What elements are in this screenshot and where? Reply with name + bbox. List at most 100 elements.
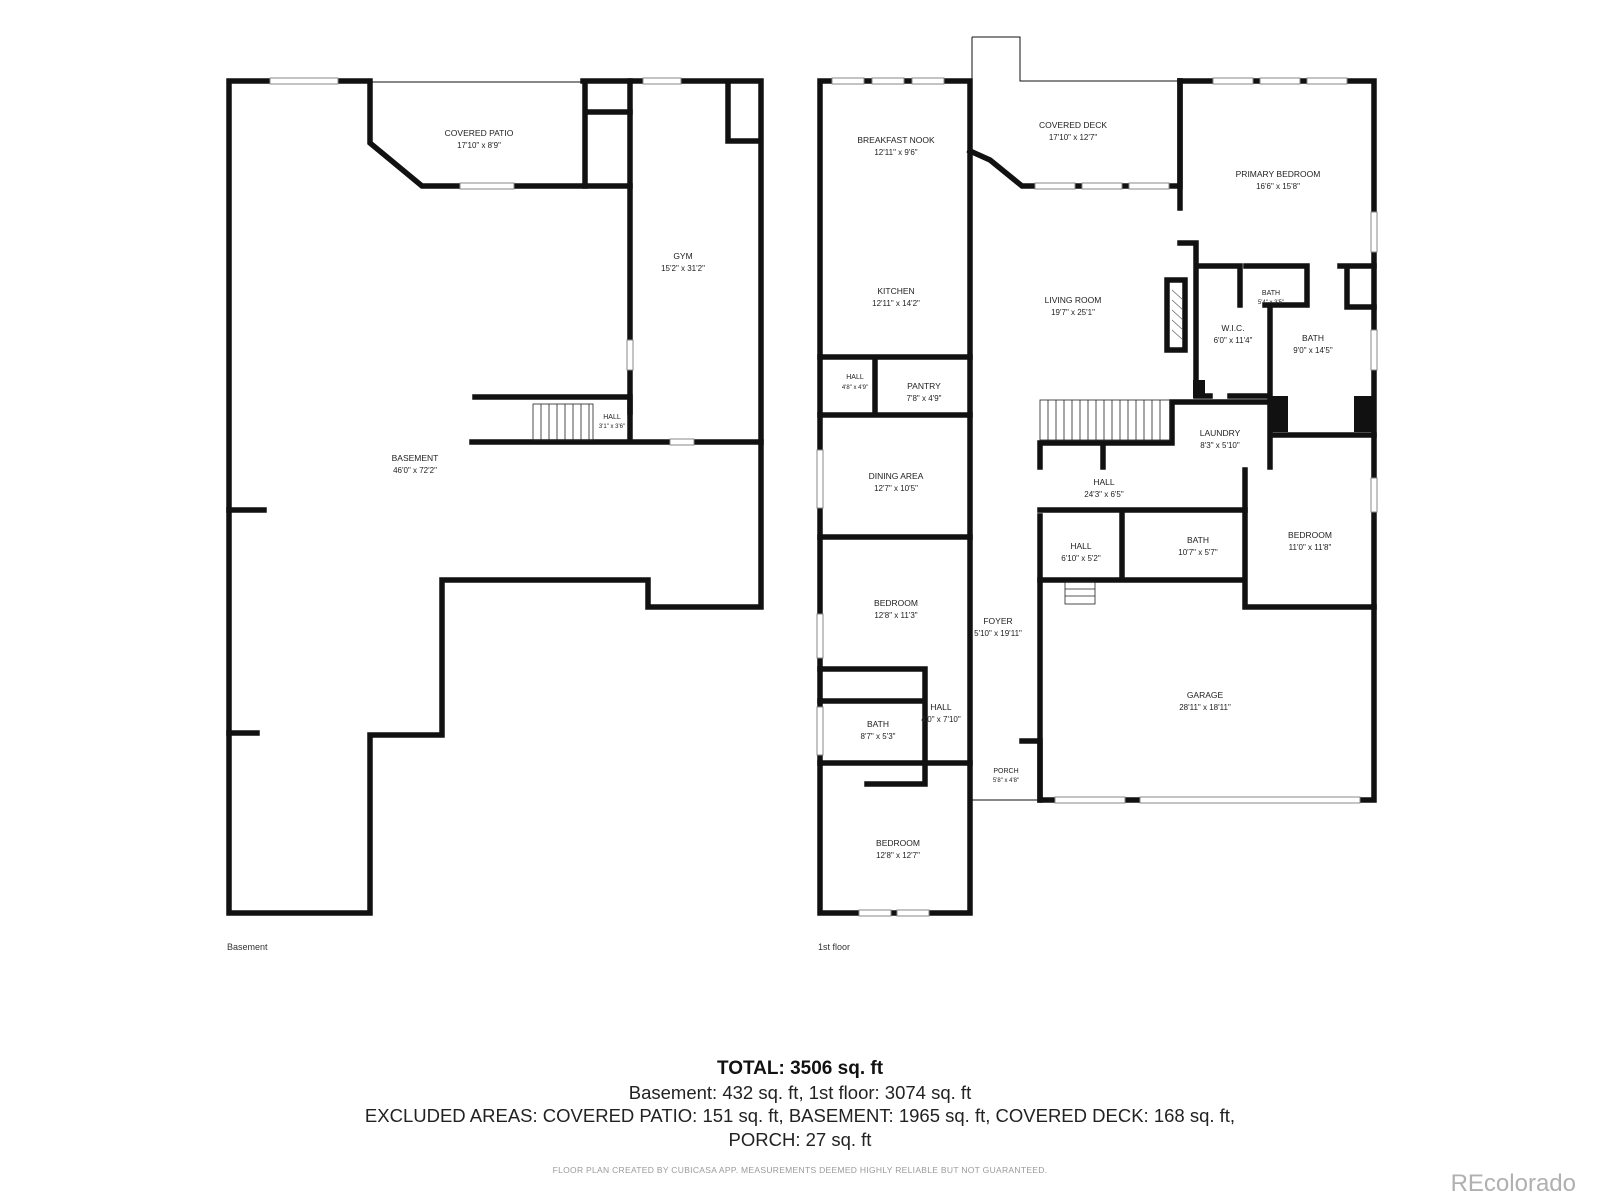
first-floor-stairs xyxy=(1039,399,1171,441)
room-hall-west: HALL 4'0" x 7'10" xyxy=(921,702,961,724)
first-floor-window xyxy=(896,909,930,917)
basement-window xyxy=(459,182,515,190)
first-floor-window xyxy=(871,77,905,85)
room-foyer: FOYER 5'10" x 19'11" xyxy=(974,616,1022,638)
disclaimer-text: FLOOR PLAN CREATED BY CUBICASA APP. MEAS… xyxy=(552,1165,1048,1175)
svg-text:DINING AREA: DINING AREA xyxy=(869,471,924,481)
svg-text:W.I.C.: W.I.C. xyxy=(1221,323,1244,333)
svg-text:BATH: BATH xyxy=(1187,535,1209,545)
svg-text:8'7" x 5'3": 8'7" x 5'3" xyxy=(861,732,896,741)
west-room-partitions xyxy=(817,354,973,787)
svg-text:5'10" x 19'11": 5'10" x 19'11" xyxy=(974,629,1022,638)
svg-text:12'7" x 10'5": 12'7" x 10'5" xyxy=(874,484,918,493)
garage-wall xyxy=(1037,467,1377,610)
room-primary-bath: BATH 9'0" x 14'5" xyxy=(1293,333,1333,355)
porch-wall xyxy=(1019,738,1043,803)
svg-text:28'11" x 18'11": 28'11" x 18'11" xyxy=(1179,703,1231,712)
svg-text:PORCH: PORCH xyxy=(993,768,1018,775)
svg-text:PRIMARY BEDROOM: PRIMARY BEDROOM xyxy=(1236,169,1321,179)
svg-text:HALL: HALL xyxy=(1070,541,1092,551)
basement-window xyxy=(269,77,339,85)
first-floor-window xyxy=(1212,77,1254,85)
room-kitchen: KITCHEN 12'11" x 14'2" xyxy=(872,286,920,308)
room-bath-west: BATH 8'7" x 5'3" xyxy=(861,719,896,741)
excluded-areas-continued: PORCH: 27 sq. ft xyxy=(728,1128,872,1150)
room-small-hall: HALL 6'10" x 5'2" xyxy=(1061,541,1101,563)
room-laundry: LAUNDRY 8'3" x 5'10" xyxy=(1200,428,1241,450)
room-pantry-hall: HALL 4'8" x 4'9" xyxy=(842,374,868,391)
svg-text:4'8" x 4'9": 4'8" x 4'9" xyxy=(842,385,868,391)
svg-text:24'3" x 6'5": 24'3" x 6'5" xyxy=(1084,490,1124,499)
room-breakfast-nook: BREAKFAST NOOK 12'11" x 9'6" xyxy=(857,135,935,157)
svg-text:HALL: HALL xyxy=(603,414,621,421)
first-floor-window xyxy=(1034,182,1076,190)
first-floor-window xyxy=(1081,182,1123,190)
room-gym: GYM 15'2" x 31'2" xyxy=(661,251,705,273)
room-primary-bedroom: PRIMARY BEDROOM 16'6" x 15'8" xyxy=(1236,169,1321,191)
svg-text:46'0" x 72'2": 46'0" x 72'2" xyxy=(393,466,437,475)
basement-west-stub xyxy=(226,507,267,736)
svg-text:BASEMENT: BASEMENT xyxy=(392,453,439,463)
svg-text:COVERED DECK: COVERED DECK xyxy=(1039,120,1107,130)
svg-text:KITCHEN: KITCHEN xyxy=(877,286,914,296)
svg-text:12'8" x 11'3": 12'8" x 11'3" xyxy=(874,611,917,620)
first-floor-window xyxy=(1128,182,1170,190)
svg-text:BEDROOM: BEDROOM xyxy=(1288,530,1332,540)
basement-window xyxy=(642,77,682,85)
svg-text:LAUNDRY: LAUNDRY xyxy=(1200,428,1241,438)
structural-column xyxy=(1354,396,1374,432)
first-floor-window xyxy=(1370,477,1378,513)
structural-column xyxy=(1193,380,1205,398)
svg-text:16'6" x 15'8": 16'6" x 15'8" xyxy=(1256,182,1300,191)
svg-text:GYM: GYM xyxy=(673,251,692,261)
svg-text:3'1" x 3'6": 3'1" x 3'6" xyxy=(599,424,625,430)
room-pantry: PANTRY 7'8" x 4'9" xyxy=(907,381,942,403)
room-basement: BASEMENT 46'0" x 72'2" xyxy=(392,453,439,475)
first-floor-outer-wall-west xyxy=(817,78,973,916)
first-floor-window xyxy=(858,909,892,917)
primary-suite-walls xyxy=(1177,78,1377,405)
basement-stairs xyxy=(532,403,594,441)
structural-column xyxy=(1268,396,1288,432)
room-bedroom-east: BEDROOM 11'0" x 11'8" xyxy=(1288,530,1332,552)
svg-text:6'10" x 5'2": 6'10" x 5'2" xyxy=(1061,554,1101,563)
svg-text:COVERED PATIO: COVERED PATIO xyxy=(445,128,514,138)
room-bedroom-middle: BEDROOM 12'8" x 11'3" xyxy=(874,598,918,620)
first-floor-window xyxy=(831,77,865,85)
svg-text:LIVING ROOM: LIVING ROOM xyxy=(1045,295,1102,305)
basement-window xyxy=(626,339,634,371)
svg-text:BEDROOM: BEDROOM xyxy=(874,598,918,608)
svg-text:7'8" x 4'9": 7'8" x 4'9" xyxy=(907,394,942,403)
room-walk-in-closet: W.I.C. 6'0" x 11'4" xyxy=(1214,323,1253,345)
first-floor-window xyxy=(816,613,824,659)
room-covered-patio: COVERED PATIO 17'10" x 8'9" xyxy=(445,128,514,150)
svg-text:5'4" x 3'5": 5'4" x 3'5" xyxy=(1258,300,1284,306)
first-floor-label: 1st floor xyxy=(818,942,851,952)
room-small-bath: BATH 5'4" x 3'5" xyxy=(1258,290,1284,306)
room-porch: PORCH 5'8" x 4'8" xyxy=(993,768,1019,784)
svg-text:17'10" x 12'7": 17'10" x 12'7" xyxy=(1049,133,1097,142)
svg-text:BATH: BATH xyxy=(1262,290,1280,297)
floor-areas: Basement: 432 sq. ft, 1st floor: 3074 sq… xyxy=(628,1081,972,1103)
svg-text:BREAKFAST NOOK: BREAKFAST NOOK xyxy=(857,135,935,145)
gym-closet-wall xyxy=(725,81,761,144)
room-hall-bath: BATH 10'7" x 5'7" xyxy=(1178,535,1218,557)
svg-text:4'0" x 7'10": 4'0" x 7'10" xyxy=(921,715,961,724)
first-floor-window xyxy=(1306,77,1348,85)
room-dining-area: DINING AREA 12'7" x 10'5" xyxy=(869,471,924,493)
basement-gym-wall xyxy=(580,78,633,415)
first-floor-window xyxy=(1370,329,1378,371)
svg-text:BATH: BATH xyxy=(867,719,889,729)
covered-deck-open-edge xyxy=(971,36,1180,82)
fireplace-wall xyxy=(1164,277,1188,353)
svg-text:12'11" x 14'2": 12'11" x 14'2" xyxy=(872,299,920,308)
first-floor-window xyxy=(1054,796,1126,804)
basement-outer-wall xyxy=(226,78,764,916)
room-covered-deck: COVERED DECK 17'10" x 12'7" xyxy=(1039,120,1107,142)
svg-text:12'8" x 12'7": 12'8" x 12'7" xyxy=(876,851,920,860)
svg-text:15'2" x 31'2": 15'2" x 31'2" xyxy=(661,264,705,273)
basement-floor-label: Basement xyxy=(227,942,268,952)
svg-text:HALL: HALL xyxy=(846,374,864,381)
excluded-areas: EXCLUDED AREAS: COVERED PATIO: 151 sq. f… xyxy=(364,1105,1236,1126)
